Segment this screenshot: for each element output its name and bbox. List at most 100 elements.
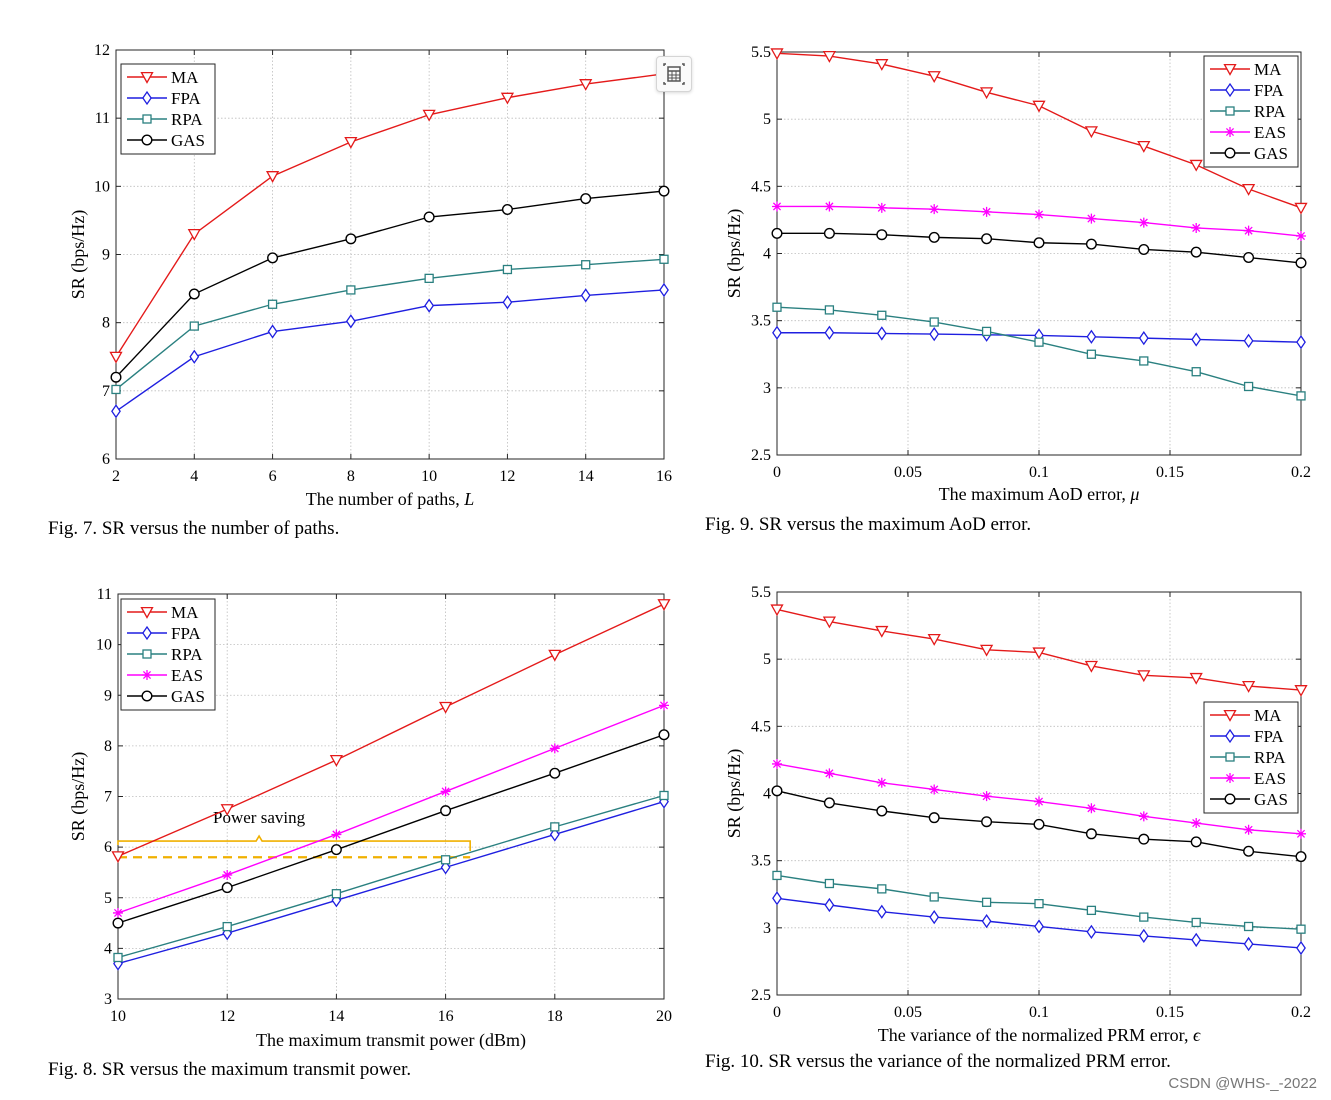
x-axis-label: The maximum AoD error, μ xyxy=(939,484,1140,504)
series-line-ma xyxy=(117,603,665,857)
data-point-gas xyxy=(1295,257,1307,269)
data-point-gas xyxy=(1033,237,1045,249)
series-line-ma xyxy=(115,73,665,358)
data-point-fpa xyxy=(659,282,669,298)
data-point-gas xyxy=(1138,243,1150,255)
x-tick-label: 16 xyxy=(656,468,672,485)
legend-marker-gas xyxy=(141,690,153,702)
x-tick-label: 0 xyxy=(773,464,781,481)
data-point-ma xyxy=(1294,685,1308,697)
data-point-eas xyxy=(549,743,560,754)
caption-fig7: Fig. 7. SR versus the number of paths. xyxy=(48,518,340,539)
legend-label-rpa: RPA xyxy=(171,645,203,664)
legend-label-fpa: FPA xyxy=(1254,81,1284,100)
y-tick-label: 9 xyxy=(102,247,110,264)
table-tool-button[interactable] xyxy=(656,56,692,92)
data-point-gas xyxy=(771,785,783,797)
data-point-ma xyxy=(220,804,234,816)
legend-marker-ma xyxy=(1223,709,1237,722)
x-tick-label: 2 xyxy=(112,468,120,485)
legend-marker-gas xyxy=(141,134,153,146)
y-tick-label: 9 xyxy=(104,687,112,704)
data-point-ma xyxy=(438,701,453,714)
legend-marker-ma xyxy=(1223,63,1237,76)
y-axis-label: SR (bps/Hz) xyxy=(724,209,745,299)
x-tick-label: 12 xyxy=(219,1008,235,1025)
data-point-rpa xyxy=(346,285,356,295)
y-tick-label: 11 xyxy=(95,110,110,127)
data-point-eas xyxy=(929,784,940,795)
data-point-fpa xyxy=(772,325,782,340)
data-point-gas xyxy=(1243,845,1255,857)
data-point-gas xyxy=(1138,833,1150,845)
data-point-fpa xyxy=(1086,329,1097,344)
legend-label-gas: GAS xyxy=(171,131,205,150)
data-point-gas xyxy=(658,185,670,197)
legend-label-fpa: FPA xyxy=(171,624,201,643)
x-tick-label: 20 xyxy=(656,1008,672,1025)
data-point-fpa xyxy=(824,897,835,913)
data-point-ma xyxy=(111,851,125,864)
data-point-fpa xyxy=(929,326,940,342)
data-point-gas xyxy=(501,204,513,216)
legend-label-ma: MA xyxy=(171,603,199,622)
data-point-rpa xyxy=(440,855,451,865)
y-tick-label: 3 xyxy=(763,380,771,397)
data-point-eas xyxy=(1138,811,1149,822)
data-point-rpa xyxy=(113,952,123,963)
data-point-eas xyxy=(824,768,835,779)
y-tick-label: 10 xyxy=(96,637,112,654)
data-point-ma xyxy=(548,649,562,662)
y-tick-label: 6 xyxy=(104,839,112,856)
data-point-gas xyxy=(1295,851,1307,863)
data-point-rpa xyxy=(111,384,121,395)
x-tick-label: 0.05 xyxy=(894,1004,922,1021)
data-point-fpa xyxy=(824,325,835,340)
data-point-eas xyxy=(1243,824,1254,835)
data-point-ma xyxy=(979,87,994,100)
legend-marker-eas xyxy=(142,670,152,680)
x-axis-label: The variance of the normalized PRM error… xyxy=(878,1025,1201,1045)
data-point-ma xyxy=(1032,100,1046,113)
data-point-ma xyxy=(657,599,671,611)
data-point-eas xyxy=(113,907,123,918)
data-point-eas xyxy=(1034,209,1044,220)
data-point-ma xyxy=(1137,670,1151,683)
data-point-ma xyxy=(1241,680,1256,693)
legend-label-gas: GAS xyxy=(1254,790,1288,809)
data-point-gas xyxy=(110,371,122,383)
legend-box xyxy=(120,63,216,155)
y-tick-label: 11 xyxy=(97,586,112,603)
legend-label-eas: EAS xyxy=(1254,769,1286,788)
data-point-fpa xyxy=(189,349,200,364)
data-point-gas xyxy=(440,805,452,817)
data-point-eas xyxy=(659,700,669,711)
data-point-ma xyxy=(875,59,889,71)
data-point-eas xyxy=(1296,828,1306,839)
data-point-gas xyxy=(267,252,279,264)
y-tick-label: 3.5 xyxy=(751,313,771,330)
legend-marker-rpa xyxy=(1225,106,1235,116)
data-point-rpa xyxy=(981,897,992,907)
data-point-fpa xyxy=(424,298,435,313)
y-tick-label: 10 xyxy=(94,178,110,195)
data-point-ma xyxy=(1084,126,1099,139)
data-point-rpa xyxy=(331,889,342,899)
data-point-gas xyxy=(580,193,592,205)
data-point-gas xyxy=(188,288,200,300)
caption-fig9: Fig. 9. SR versus the maximum AoD error. xyxy=(705,514,1032,535)
data-point-rpa xyxy=(929,317,939,327)
legend-label-ma: MA xyxy=(1254,60,1282,79)
data-point-rpa xyxy=(1191,917,1201,928)
x-tick-label: 16 xyxy=(438,1008,454,1025)
y-tick-label: 2.5 xyxy=(751,987,771,1004)
x-axis-label: The maximum transmit power (dBm) xyxy=(256,1030,526,1051)
series-line-rpa xyxy=(117,794,665,959)
series-line-eas xyxy=(117,704,665,914)
legend-marker-rpa xyxy=(142,114,152,124)
x-tick-label: 12 xyxy=(499,468,515,485)
x-tick-label: 4 xyxy=(190,468,198,485)
data-point-ma xyxy=(1189,159,1203,172)
data-point-rpa xyxy=(1139,912,1149,922)
x-tick-label: 6 xyxy=(269,468,277,485)
